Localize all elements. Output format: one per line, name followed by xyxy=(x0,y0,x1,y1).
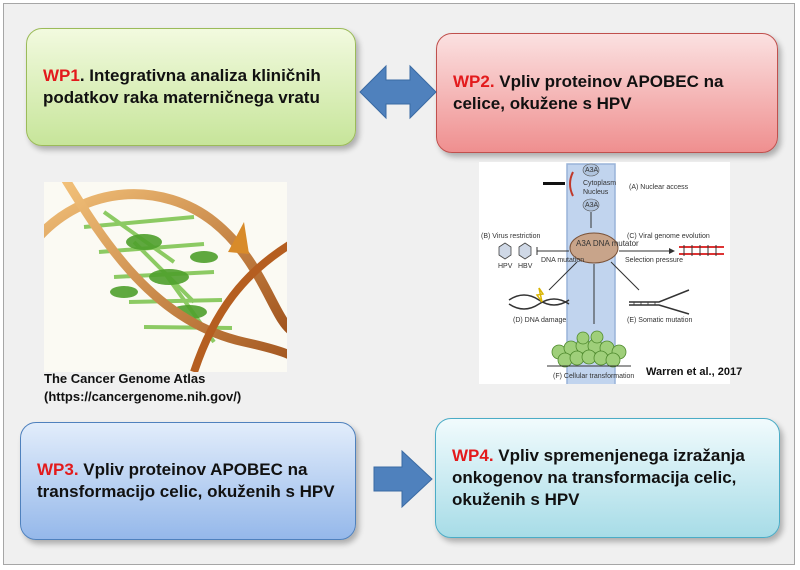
tcga-name: The Cancer Genome Atlas xyxy=(44,371,206,386)
wp3-text: Vpliv proteinov APOBEC na transformacijo… xyxy=(37,460,335,501)
mutator-label: A3A DNA mutator xyxy=(576,239,639,248)
wp2-id: WP2. xyxy=(453,72,495,91)
citation-label: Warren et al., 2017 xyxy=(646,366,743,378)
wp4-box: WP4. Vpliv spremenjenega izražanja onkog… xyxy=(435,418,780,538)
viral-evolution-label: (C) Viral genome evolution xyxy=(627,233,710,240)
dna-damage-label: (D) DNA damage xyxy=(513,317,566,324)
wp1-text: . Integrativna analiza kliničnih podatko… xyxy=(43,66,321,107)
a3a-top-label: A3A xyxy=(585,167,599,174)
virus-restriction-label: (B) Virus restriction xyxy=(481,233,540,240)
wp1-id: WP1 xyxy=(43,66,80,85)
hpv-label: HPV xyxy=(498,263,513,270)
a3a-mechanism-figure: A3A Cytoplasm Nucleus A3A (A) Nuclear ac… xyxy=(479,162,730,425)
wp4-id: WP4. xyxy=(452,446,494,465)
wp3-id: WP3. xyxy=(37,460,79,479)
cellular-transformation-label: (F) Cellular transformation xyxy=(553,373,634,380)
wp4-text: Vpliv spremenjenega izražanja onkogenov … xyxy=(452,446,745,509)
dna-helix-icon xyxy=(44,182,287,372)
cytoplasm-label: Cytoplasm xyxy=(583,180,616,187)
tcga-url: (https://cancergenome.nih.gov/) xyxy=(44,389,242,404)
wp2-box: WP2. Vpliv proteinov APOBEC na celice, o… xyxy=(436,33,778,153)
wp2-text: Vpliv proteinov APOBEC na celice, okužen… xyxy=(453,72,724,113)
a3a-nucleus-label: A3A xyxy=(585,202,599,209)
right-arrow-icon xyxy=(373,449,433,509)
somatic-mutation-label: (E) Somatic mutation xyxy=(627,317,692,324)
hbv-label: HBV xyxy=(518,263,533,270)
wp3-box: WP3. Vpliv proteinov APOBEC na transform… xyxy=(20,422,356,540)
dna-helix-image xyxy=(44,182,287,372)
tcga-caption: The Cancer Genome Atlas (https://cancerg… xyxy=(44,370,241,406)
selection-pressure-label: Selection pressure xyxy=(625,257,683,264)
double-arrow-icon xyxy=(359,64,437,120)
nucleus-label: Nucleus xyxy=(583,189,609,196)
dna-mutation-label: DNA mutation xyxy=(541,257,584,264)
wp1-box: WP1. Integrativna analiza kliničnih poda… xyxy=(26,28,356,146)
nuclear-access-label: (A) Nuclear access xyxy=(629,184,689,191)
